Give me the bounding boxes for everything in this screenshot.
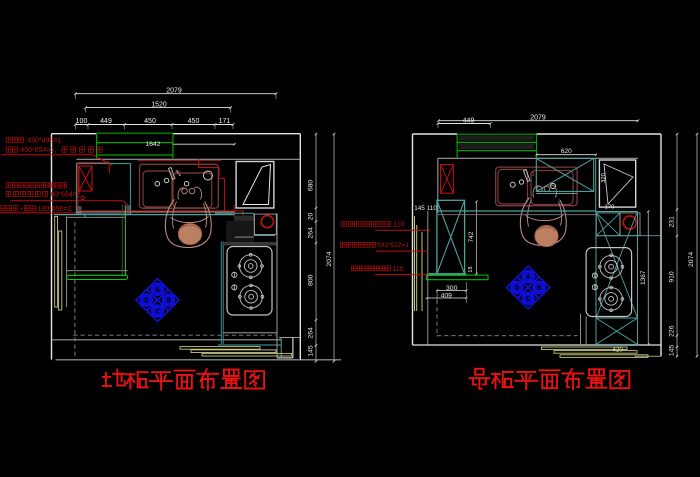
svg-text:742: 742: [468, 231, 475, 242]
svg-text:2079: 2079: [166, 88, 182, 95]
svg-text:1642: 1642: [145, 141, 160, 148]
svg-text:D: D: [144, 298, 148, 306]
svg-text:B: B: [537, 285, 542, 293]
svg-text:231: 231: [669, 216, 676, 228]
svg-text:A: A: [526, 274, 531, 282]
svg-text:D: D: [515, 285, 519, 293]
svg-text:110: 110: [427, 205, 438, 212]
svg-text:B: B: [166, 298, 171, 306]
svg-text:145: 145: [307, 345, 314, 357]
svg-text:170: 170: [605, 205, 615, 211]
svg-text:145: 145: [669, 345, 676, 357]
svg-text:A: A: [155, 287, 160, 295]
svg-text:100: 100: [76, 118, 88, 125]
svg-text:110: 110: [394, 221, 405, 228]
svg-text:449: 449: [100, 118, 112, 125]
svg-text:592*522=1: 592*522=1: [377, 242, 409, 249]
svg-text:1520: 1520: [151, 102, 167, 109]
svg-text:800: 800: [307, 274, 314, 286]
svg-text:680: 680: [307, 180, 314, 192]
svg-text::450*495=1: :450*495=1: [25, 137, 61, 144]
svg-text:2074: 2074: [688, 252, 695, 267]
svg-text:18: 18: [468, 266, 474, 272]
svg-text:80*654=2: 80*654=2: [51, 192, 81, 199]
svg-text:20: 20: [307, 213, 314, 221]
svg-text:100*690=2: 100*690=2: [38, 206, 72, 213]
svg-text:450: 450: [188, 118, 200, 125]
svg-text:226: 226: [669, 325, 676, 337]
svg-text:264: 264: [307, 327, 314, 339]
svg-text:450: 450: [144, 118, 156, 125]
svg-text:2079: 2079: [530, 114, 546, 121]
svg-text:C: C: [526, 296, 530, 304]
svg-text:910: 910: [669, 271, 676, 283]
svg-text:110: 110: [393, 266, 404, 273]
svg-text:620: 620: [561, 148, 572, 155]
svg-text:1367: 1367: [640, 270, 647, 285]
svg-text:409: 409: [441, 293, 453, 300]
svg-text:+: +: [19, 206, 23, 213]
svg-text:264: 264: [307, 227, 314, 239]
svg-text:320: 320: [601, 173, 607, 183]
svg-text::450*654=1,: :450*654=1,: [18, 147, 56, 154]
svg-text:171: 171: [219, 118, 231, 125]
svg-text:2074: 2074: [326, 251, 333, 266]
svg-text:145: 145: [414, 205, 425, 212]
svg-text:C: C: [155, 308, 159, 316]
svg-text:300: 300: [446, 285, 458, 292]
